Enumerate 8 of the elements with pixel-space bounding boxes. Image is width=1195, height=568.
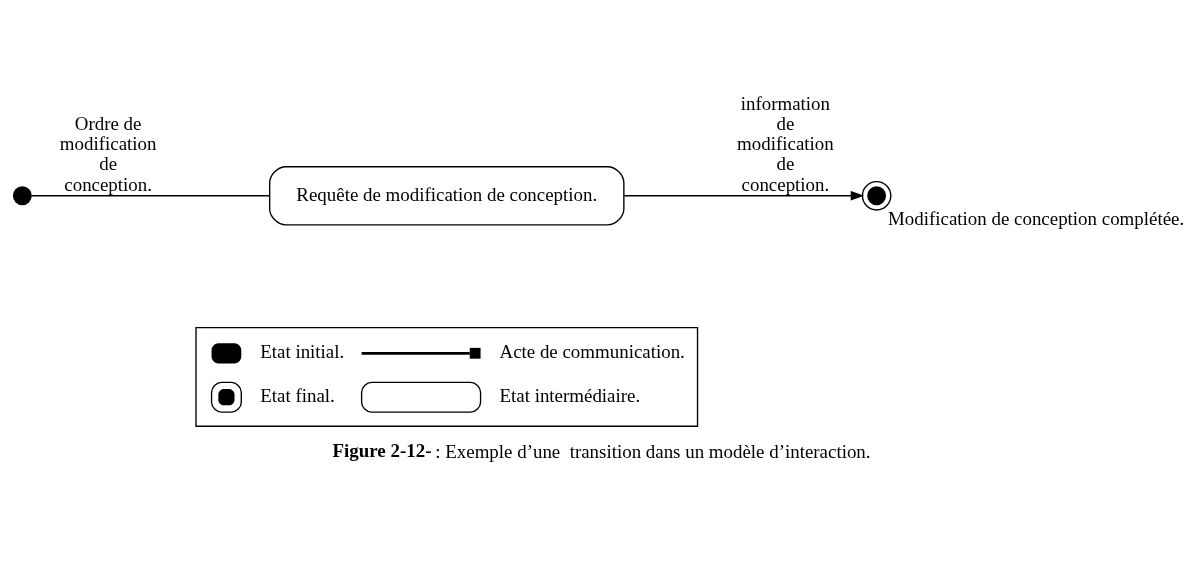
legend-label: Etat final. [260, 385, 335, 407]
node-label: Modification de conception complétée. [888, 208, 1185, 230]
legend-label: Etat initial. [260, 341, 345, 363]
edge-label: information de modification de conception. [737, 92, 834, 195]
legend-label: Acte de communication. [499, 341, 685, 363]
caption: Figure 2-12- : Exemple d’une transition dans un modèle d’interaction. [332, 439, 871, 463]
edge-label: Ordre de modification de conception. [59, 112, 157, 195]
legend-label: Etat intermédiaire. [499, 385, 641, 407]
